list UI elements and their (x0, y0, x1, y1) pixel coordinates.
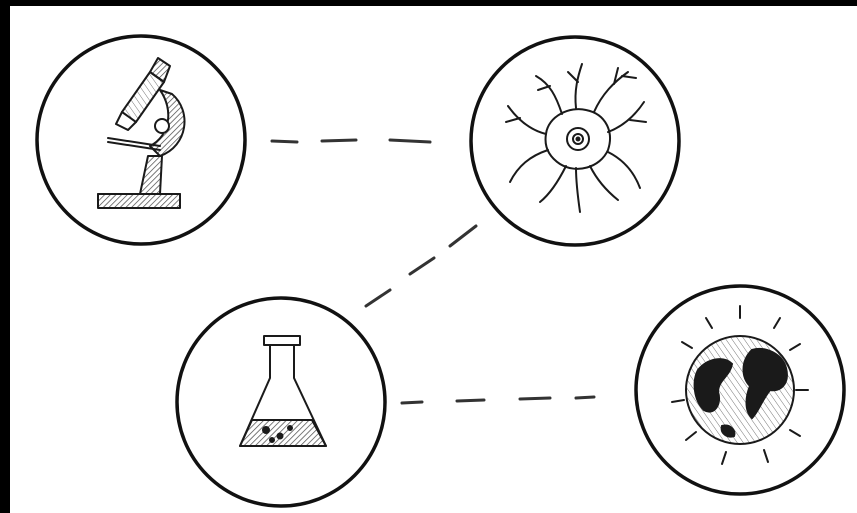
node-microscope (37, 36, 245, 244)
node-globe (636, 286, 844, 494)
diagram-canvas (10, 6, 857, 513)
science-diagram (10, 6, 857, 513)
connector-flask-neuron (366, 226, 476, 306)
node-flask (177, 298, 385, 506)
connector-flask-globe (402, 397, 594, 403)
node-neuron (471, 37, 679, 245)
connector-microscope-neuron (272, 140, 430, 142)
